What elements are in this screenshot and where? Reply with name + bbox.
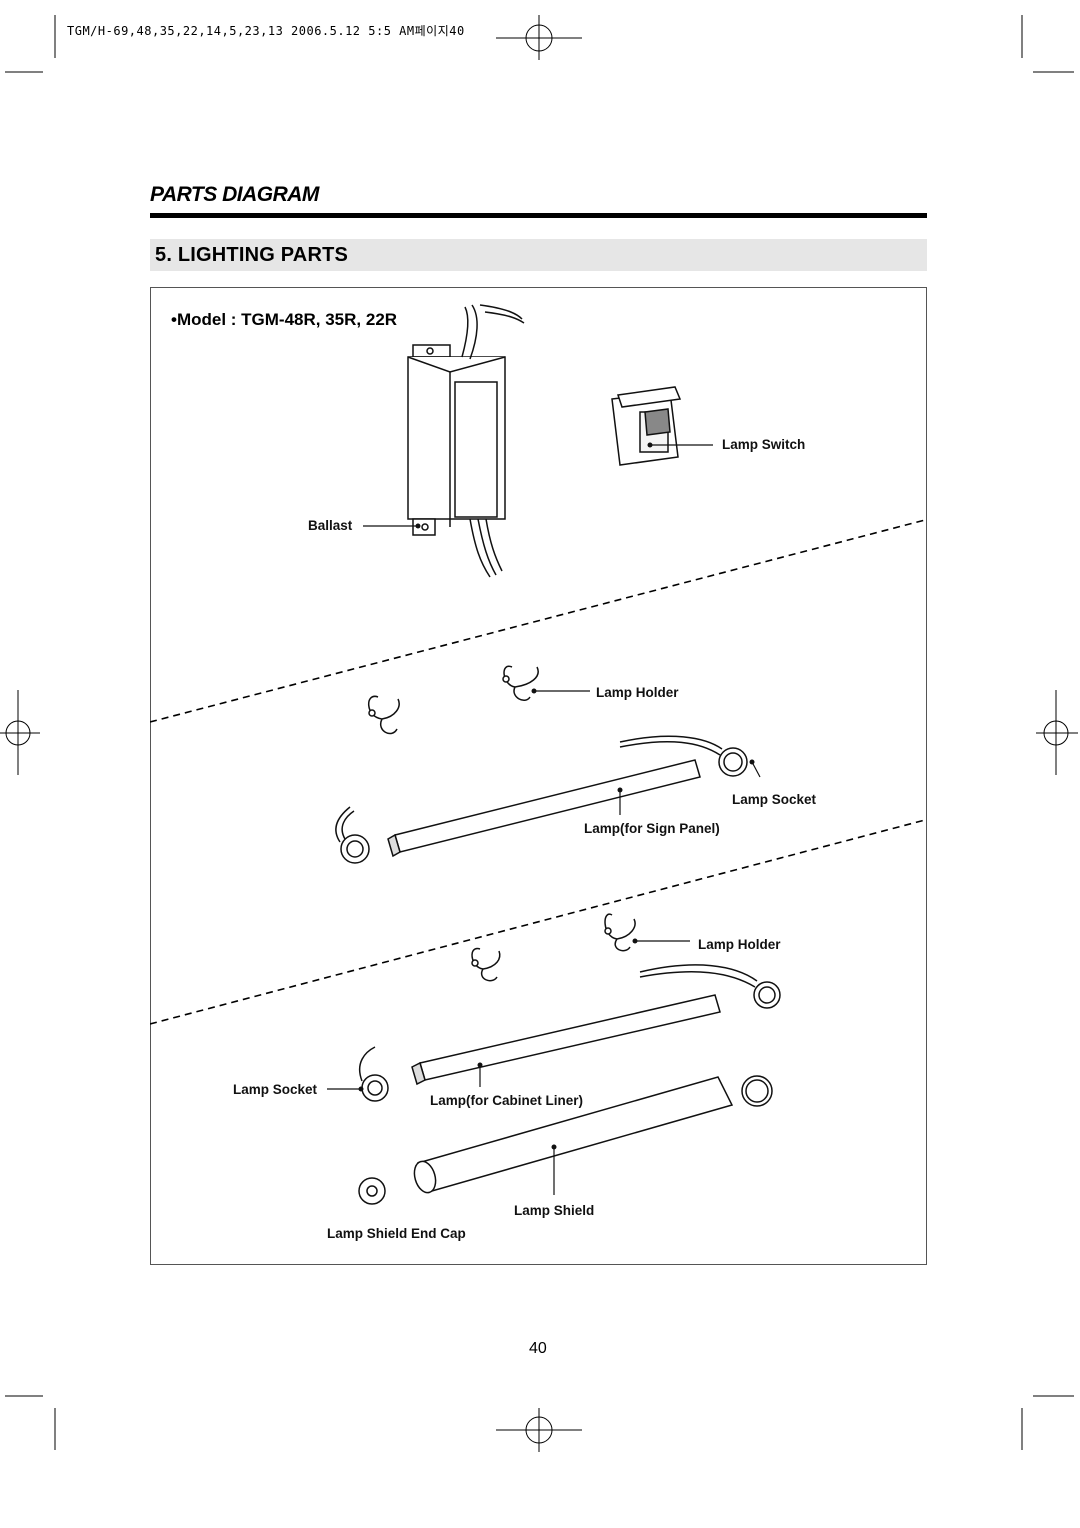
callout-lamp-holder-top: Lamp Holder [596,685,679,700]
print-job-info: TGM/H-69,48,35,22,14,5,23,13 2006.5.12 5… [67,24,465,38]
callout-lamp-shield-end-cap: Lamp Shield End Cap [327,1226,466,1241]
section-title: PARTS DIAGRAM [150,183,319,206]
registration-mark-bottom [496,1408,582,1452]
callout-lamp-shield: Lamp Shield [514,1203,594,1218]
subtitle: 5. LIGHTING PARTS [155,244,349,266]
callout-lamp-switch: Lamp Switch [722,437,805,452]
callout-lamp-sign-panel: Lamp(for Sign Panel) [584,821,720,836]
sign-panel-lamp-drawing [335,735,748,864]
callout-lamp-cabinet-liner: Lamp(for Cabinet Liner) [430,1093,583,1108]
registration-mark-right [1036,720,1078,746]
callout-lamp-holder-bottom: Lamp Holder [698,937,781,952]
callout-dots [358,442,755,1150]
separator-lines [150,519,925,1025]
model-label: •Model : TGM-48R, 35R, 22R [171,310,398,329]
page-number: 40 [529,1340,547,1357]
lamp-shield-drawing [358,1075,773,1205]
ballast-drawing [407,304,525,578]
cabinet-liner-lamp-drawing [358,964,781,1102]
title-rule [150,213,927,218]
figure-frame [150,287,927,1265]
registration-mark-left [0,720,40,746]
callout-ballast: Ballast [308,518,353,533]
registration-mark-top [496,15,582,60]
lamp-switch-drawing [611,386,682,466]
subtitle-band [150,239,927,271]
callout-lamp-socket-bottom: Lamp Socket [233,1082,318,1097]
lighting-parts-diagram: Lamp Switch Ballast Lamp Holder Lamp Soc… [150,304,925,1241]
callout-leaders [327,444,761,1195]
lamp-holder-bottom-drawing [471,913,636,982]
lamp-holder-top-drawing [368,665,539,735]
callout-lamp-socket-top: Lamp Socket [732,792,817,807]
